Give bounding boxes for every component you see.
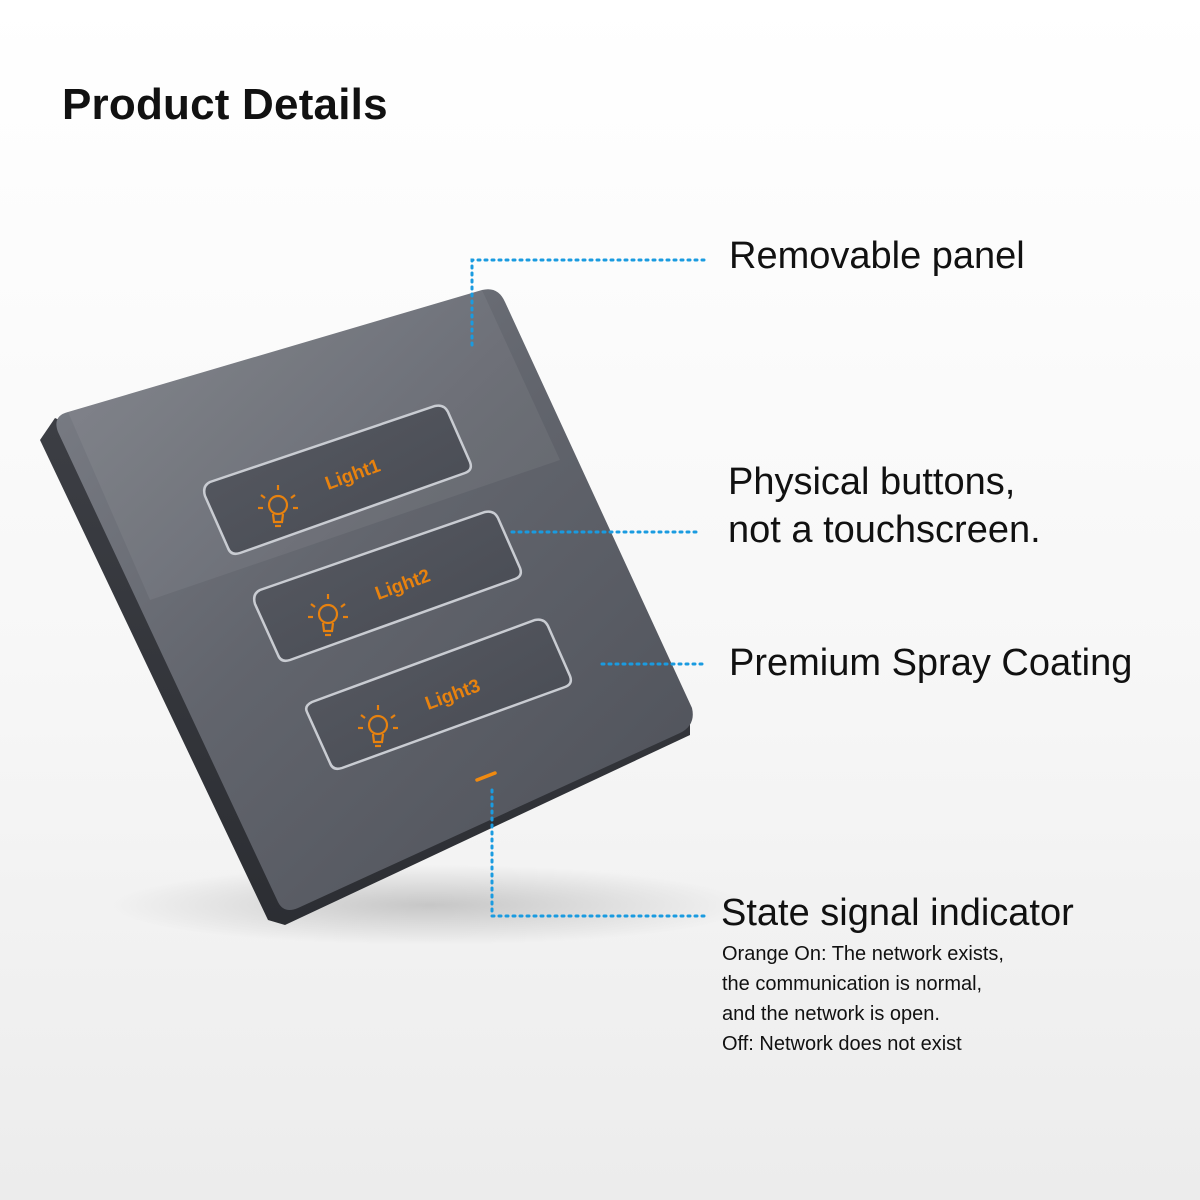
- page-title: Product Details: [62, 80, 388, 129]
- indicator-desc-line: the communication is normal,: [722, 973, 983, 995]
- light1-button[interactable]: Light1: [202, 404, 473, 556]
- panel-sheen: [68, 290, 560, 600]
- callout-removable-panel: Removable panel: [729, 235, 1025, 277]
- indicator-desc-line: Off: Network does not exist: [722, 1033, 962, 1055]
- light3-button[interactable]: Light3: [304, 618, 573, 771]
- state-indicator-led: [475, 771, 497, 782]
- callout-physical-buttons-line1: Physical buttons,: [728, 461, 1016, 503]
- panel-shadow: [110, 865, 750, 945]
- light2-button[interactable]: Light2: [252, 510, 523, 663]
- indicator-desc-line: and the network is open.: [722, 1003, 940, 1025]
- leader-state-indicator: [490, 788, 710, 918]
- indicator-desc-line: Orange On: The network exists,: [722, 943, 1004, 965]
- leader-lines: [470, 258, 710, 918]
- callout-physical-buttons-line2: not a touchscreen.: [728, 509, 1041, 551]
- lightbulb-icon: [358, 705, 398, 748]
- lightbulb-icon: [258, 485, 298, 528]
- callout-spray-coating: Premium Spray Coating: [729, 642, 1133, 684]
- callout-state-indicator-title: State signal indicator: [721, 892, 1074, 934]
- lightbulb-icon: [308, 594, 348, 637]
- leader-removable-panel: [470, 258, 710, 347]
